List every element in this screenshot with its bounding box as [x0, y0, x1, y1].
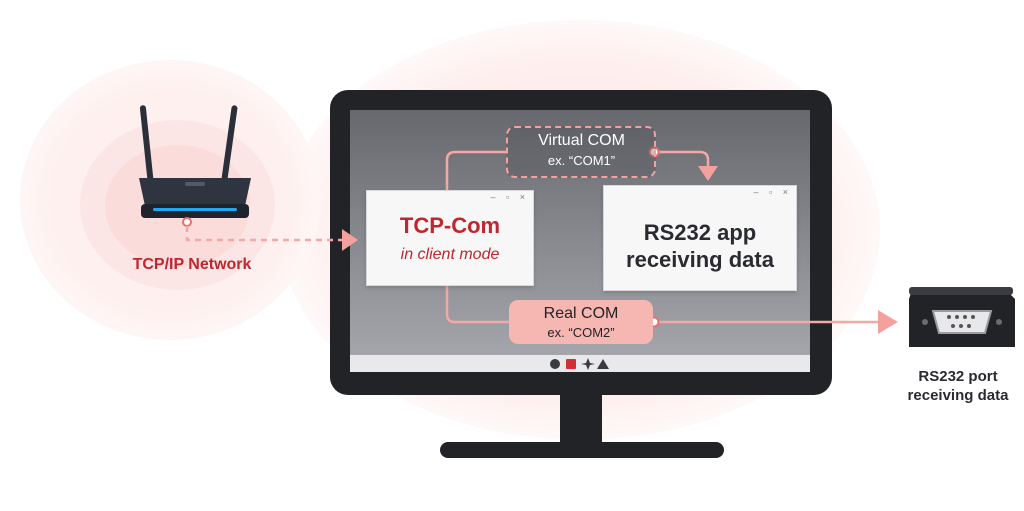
rs232-port-line1: RS232 port	[895, 368, 1021, 385]
virtual-com-example: ex. “COM1”	[506, 153, 657, 168]
tcp-com-title: TCP-Com	[366, 213, 534, 239]
window-controls[interactable]: – ▫ ×	[491, 192, 529, 202]
window-controls[interactable]: – ▫ ×	[754, 187, 792, 197]
real-com-label: Real COM	[509, 305, 653, 323]
rs232-port-icon	[905, 285, 1020, 355]
tcp-com-subtitle: in client mode	[366, 246, 534, 264]
rs232-port-line2: receiving data	[895, 387, 1021, 404]
virtual-com-label: Virtual COM	[506, 132, 657, 150]
real-com-example: ex. “COM2”	[509, 325, 653, 340]
rs232-app-line1: RS232 app	[603, 220, 797, 246]
rs232-app-line2: receiving data	[603, 247, 797, 273]
